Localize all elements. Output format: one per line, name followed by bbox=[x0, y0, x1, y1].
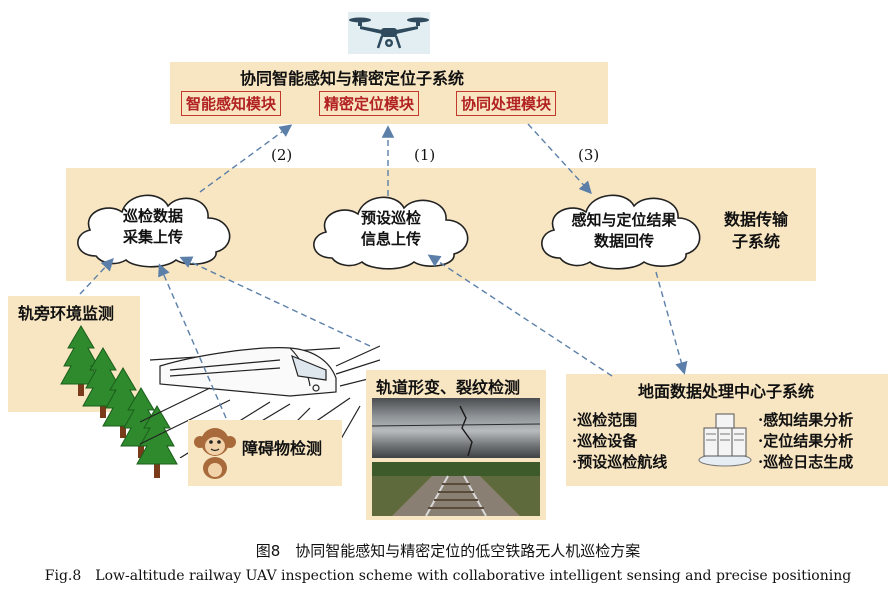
cloud2-line1: 预设巡检 bbox=[360, 209, 421, 227]
drone-icon bbox=[348, 12, 430, 54]
cloud3-line2: 数据回传 bbox=[593, 232, 654, 250]
figure-caption-en: Fig.8 Low-altitude railway UAV inspectio… bbox=[44, 568, 852, 584]
arrow-obstacle-to-cloud bbox=[179, 256, 371, 347]
ground-item-positioning-analysis: ·定位结果分析 bbox=[758, 432, 854, 450]
precise-positioning-module: 精密定位模块 bbox=[319, 91, 420, 116]
ground-item-equipment: ·巡检设备 bbox=[572, 432, 638, 450]
cloud-return-results: 感知与定位结果 数据回传 bbox=[554, 210, 694, 252]
trackside-monitoring-title: 轨旁环境监测 bbox=[18, 304, 115, 323]
cloud-icon bbox=[313, 196, 469, 270]
cloud-icon bbox=[77, 194, 231, 268]
cloud3-line1: 感知与定位结果 bbox=[571, 211, 677, 229]
intelligent-sensing-module: 智能感知模块 bbox=[181, 91, 282, 116]
arrow-2 bbox=[199, 124, 293, 193]
ground-item-scope: ·巡检范围 bbox=[572, 411, 638, 429]
server-icon bbox=[698, 413, 752, 467]
tree-icon bbox=[60, 325, 178, 478]
cloud1-line2: 采集上传 bbox=[122, 228, 183, 246]
cloud-upload-preset-info: 预设巡检 信息上传 bbox=[336, 208, 446, 250]
ground-item-log-generation: ·巡检日志生成 bbox=[758, 453, 854, 471]
perception-positioning-title: 协同智能感知与精密定位子系统 bbox=[240, 69, 465, 88]
ground-processing-title: 地面数据处理中心子系统 bbox=[638, 382, 815, 401]
ground-item-route: ·预设巡检航线 bbox=[572, 453, 668, 471]
arrow-ground-to-preset bbox=[427, 254, 613, 377]
collaborative-processing-module: 协同处理模块 bbox=[456, 91, 557, 116]
track-crack-title: 轨道形变、裂纹检测 bbox=[376, 378, 521, 397]
rail-crack-photo bbox=[372, 398, 540, 458]
arrow-3 bbox=[527, 123, 592, 195]
arrow-trackside bbox=[79, 257, 114, 295]
transmission-title-line1: 数据传输 bbox=[724, 210, 789, 229]
cloud2-line2: 信息上传 bbox=[360, 230, 421, 248]
arrow-label-2: (2) bbox=[271, 146, 293, 164]
arrow-train bbox=[158, 263, 227, 419]
arrow-label-3: (3) bbox=[578, 146, 600, 164]
ground-item-sensing-analysis: ·感知结果分析 bbox=[758, 411, 854, 429]
cloud-upload-inspection-data: 巡检数据 采集上传 bbox=[98, 206, 208, 248]
cloud-icon bbox=[541, 194, 701, 270]
railway-track-photo bbox=[372, 462, 540, 516]
ground-left-list: ·巡检范围 ·巡检设备 ·预设巡检航线 bbox=[572, 410, 667, 473]
transmission-title-line2: 子系统 bbox=[732, 232, 781, 251]
monkey-icon bbox=[194, 428, 236, 479]
cloud1-line1: 巡检数据 bbox=[122, 207, 183, 225]
obstacle-detection-title: 障碍物检测 bbox=[242, 439, 323, 458]
figure-caption-cn: 图8 协同智能感知与精密定位的低空铁路无人机巡检方案 bbox=[255, 542, 641, 560]
arrow-label-1: (1) bbox=[414, 146, 436, 164]
ground-right-list: ·感知结果分析 ·定位结果分析 ·巡检日志生成 bbox=[758, 410, 853, 473]
arrow-results-to-ground bbox=[655, 271, 688, 375]
